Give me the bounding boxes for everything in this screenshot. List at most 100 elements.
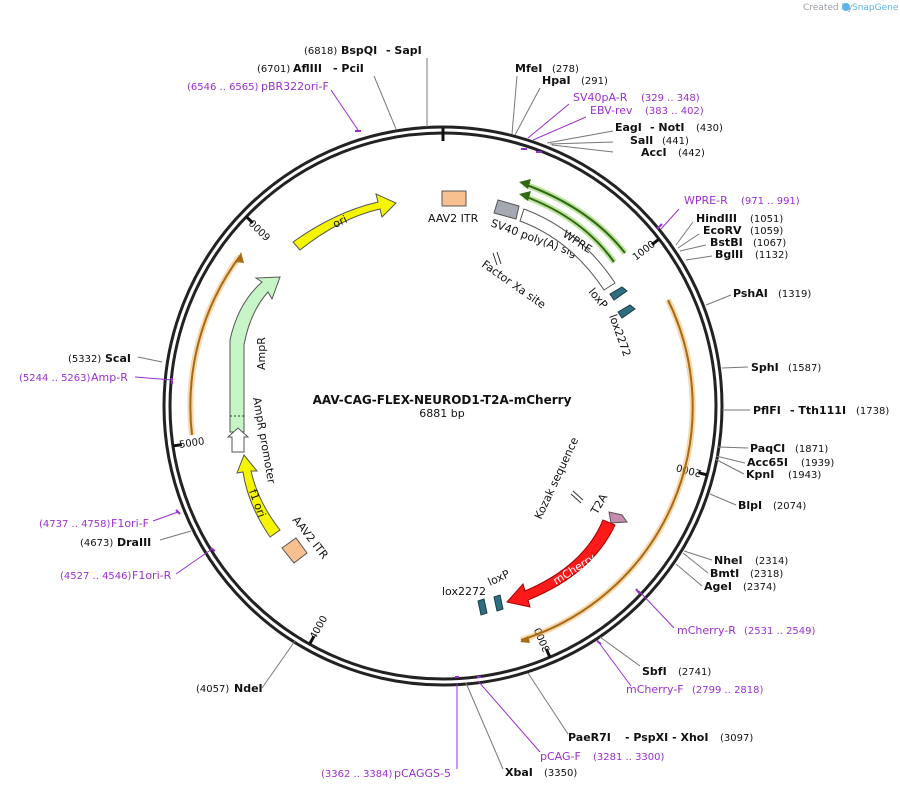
site-sbfi[interactable]: SbfI (2741) (642, 665, 711, 678)
site-acc65i[interactable]: Acc65I (1939) (747, 456, 834, 469)
primer-ebv-rev[interactable]: EBV-rev (383 .. 402) (590, 104, 704, 117)
site-labels: (6818) BspQI - SapI (6701) AflIII - PciI… (68, 44, 889, 779)
primer-pcaggs-5[interactable]: (3362 .. 3384) pCAGGS-5 (321, 767, 451, 780)
orange-arc-right (520, 299, 694, 641)
wpre-feature[interactable] (519, 208, 616, 291)
primer-pcag-f[interactable]: pCAG-F (3281 .. 3300) (540, 750, 665, 763)
site-pshai[interactable]: PshAI (1319) (733, 287, 811, 300)
lox2272-top-feature[interactable] (617, 304, 636, 319)
snapgene-credit: Created by SnapGene (803, 3, 899, 13)
connector-ebv-rev (532, 116, 587, 141)
connector-bmti (682, 552, 709, 574)
mark-f1ori-r (210, 547, 216, 552)
svg-text:(430): (430) (696, 123, 723, 134)
svg-text:SV40pA-R: SV40pA-R (573, 91, 628, 104)
site-pflfi[interactable]: PflFI - Tth111I (1738) (753, 404, 889, 417)
site-hindiii[interactable]: HindIII (1051) (696, 212, 783, 225)
site-sali[interactable]: SalI (441) (630, 134, 689, 147)
site-blpi[interactable]: BlpI (2074) (738, 499, 806, 512)
primer-wpre-r[interactable]: WPRE-R (971 .. 991) (684, 194, 800, 207)
site-nhei[interactable]: NheI (2314) (714, 554, 788, 567)
svg-text:BspQI: BspQI (341, 44, 377, 57)
kozak-tick-b (572, 490, 584, 501)
ori-feature[interactable] (292, 193, 397, 251)
site-bglii[interactable]: BglII (1132) (715, 248, 788, 261)
svg-text:(2741): (2741) (678, 667, 711, 678)
green-arc-inner (523, 195, 615, 263)
connector-amp-r (134, 376, 173, 381)
site-ecorv[interactable]: EcoRV (1059) (703, 224, 783, 237)
site-draiii[interactable]: (4673) DraIII (80, 536, 151, 549)
f1-ori-label: f1 ori (246, 488, 268, 519)
svg-text:(1943): (1943) (788, 470, 821, 481)
svg-text:ScaI: ScaI (105, 352, 131, 365)
connector-lines (134, 58, 750, 770)
site-bmti[interactable]: BmtI (2318) (710, 567, 783, 580)
site-xbai[interactable]: XbaI (3350) (505, 766, 577, 779)
svg-text:(1051): (1051) (750, 214, 783, 225)
svg-text:- NotI: - NotI (650, 121, 685, 134)
ampr-feature[interactable] (229, 276, 281, 433)
connector-paqci (717, 446, 749, 449)
site-mfei[interactable]: MfeI (278) (515, 62, 579, 75)
kozak-label: Kozak sequence (532, 435, 581, 521)
svg-text:HpaI: HpaI (542, 74, 571, 87)
svg-text:PaeR7I: PaeR7I (568, 731, 611, 744)
site-scai[interactable]: (5332) ScaI (68, 352, 131, 365)
loxp-bottom-feature[interactable] (493, 594, 504, 612)
site-hpai[interactable]: HpaI (291) (542, 74, 608, 87)
svg-text:(383 .. 402): (383 .. 402) (645, 106, 704, 117)
site-afliii[interactable]: (6701) AflIII - PciI (257, 62, 364, 75)
site-sphi[interactable]: SphI (1587) (751, 361, 821, 374)
primer-amp-r[interactable]: (5244 .. 5263) Amp-R (19, 371, 128, 384)
orange-arc-right-arrowhead (520, 636, 530, 643)
loxp-top-feature[interactable] (609, 286, 628, 301)
mcherry-feature[interactable] (506, 519, 616, 608)
connector-acc65i (715, 455, 746, 464)
primer-mcherry-r[interactable]: mCherry-R (2531 .. 2549) (677, 624, 816, 637)
loxp-top-label: loxP (586, 286, 611, 312)
svg-text:(329 .. 348): (329 .. 348) (641, 93, 700, 104)
svg-text:(1871): (1871) (795, 444, 828, 455)
center-title: AAV-CAG-FLEX-NEUROD1-T2A-mCherry 6881 bp (313, 393, 572, 420)
lox2272-bottom-feature[interactable] (477, 598, 488, 616)
primer-sv40pa-r[interactable]: SV40pA-R (329 .. 348) (573, 91, 700, 104)
site-bspqi[interactable]: (6818) BspQI - SapI (304, 44, 422, 57)
tick-label-4000: 4000 (308, 614, 330, 642)
aav2-itr-bottom-feature[interactable] (281, 537, 308, 564)
site-bstbi[interactable]: BstBI (1067) (710, 236, 786, 249)
site-kpni[interactable]: KpnI (1943) (746, 468, 821, 481)
aav2-itr-top-feature[interactable] (441, 190, 467, 207)
svg-text:(1738): (1738) (856, 406, 889, 417)
connector-sali (549, 141, 614, 145)
ampr-promoter-feature[interactable] (226, 427, 250, 453)
primer-pbr322ori-f[interactable]: (6546 .. 6565) pBR322ori-F (187, 80, 329, 93)
t2a-feature[interactable] (608, 511, 628, 524)
svg-text:Acc65I: Acc65I (747, 456, 788, 469)
primer-f1ori-f[interactable]: (4737 .. 4758) F1ori-F (39, 517, 149, 530)
f1-ori-feature[interactable] (236, 454, 281, 538)
svg-text:SbfI: SbfI (642, 665, 667, 678)
site-acci[interactable]: AccI (442) (641, 146, 705, 159)
backbone-outer-ring (162, 125, 724, 687)
svg-text:(2318): (2318) (750, 569, 783, 580)
plasmid-name: AAV-CAG-FLEX-NEUROD1-T2A-mCherry (313, 393, 572, 407)
svg-text:(971 .. 991): (971 .. 991) (741, 196, 800, 207)
connector-afliii (373, 75, 397, 130)
svg-text:AccI: AccI (641, 146, 667, 159)
sv40-polya-feature[interactable] (493, 199, 520, 220)
svg-text:(442): (442) (678, 148, 705, 159)
site-paer7i[interactable]: PaeR7I - PspXI - XhoI (3097) (568, 731, 753, 744)
primer-f1ori-r[interactable]: (4527 .. 4546) F1ori-R (60, 569, 172, 582)
site-eagi[interactable]: EagI - NotI (430) (615, 121, 723, 134)
connector-hpai (514, 87, 541, 136)
svg-text:(5332): (5332) (68, 354, 101, 365)
tick-label-1000: 1000 (631, 239, 658, 263)
green-arc-outer (523, 183, 626, 254)
site-agei[interactable]: AgeI (2374) (704, 580, 776, 593)
connector-acci (551, 144, 614, 153)
site-paqci[interactable]: PaqCI (1871) (750, 442, 828, 455)
svg-text:- SapI: - SapI (386, 44, 422, 57)
site-ndei[interactable]: (4057) NdeI (196, 682, 263, 695)
primer-mcherry-f[interactable]: mCherry-F (2799 .. 2818) (626, 683, 764, 696)
